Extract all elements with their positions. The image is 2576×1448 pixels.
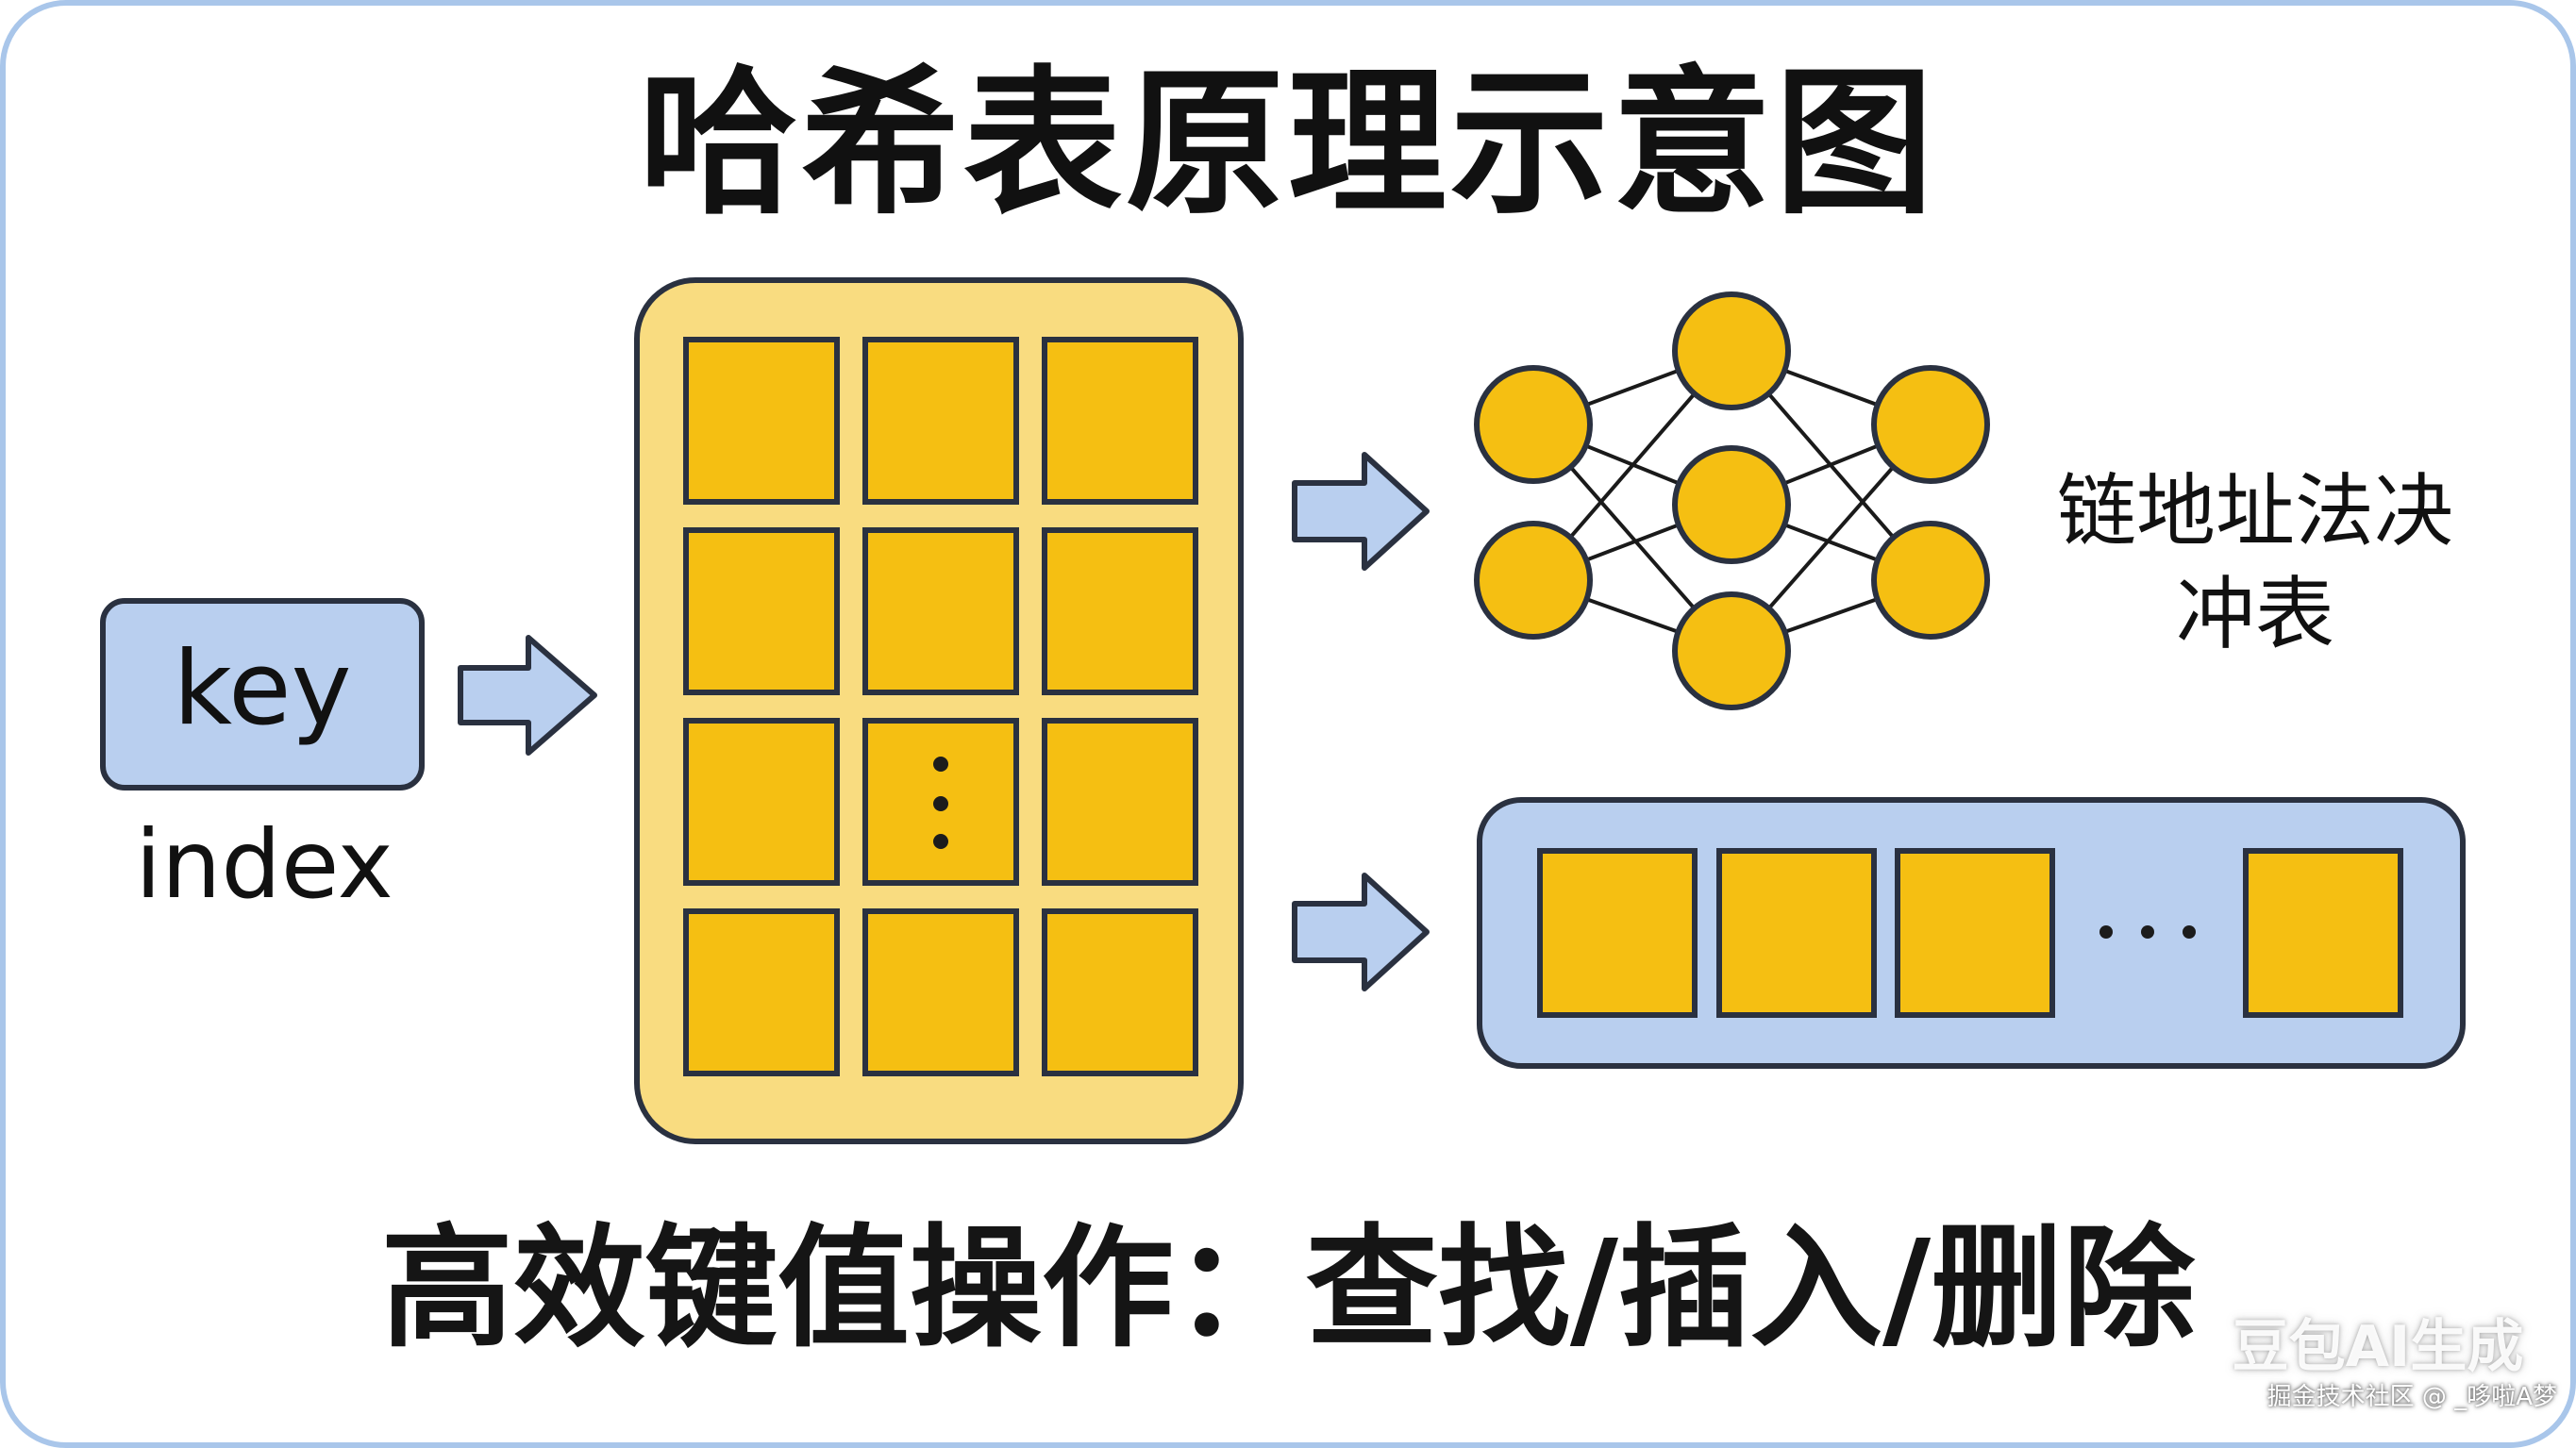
chaining-label: 链地址法决 冲表 <box>2038 460 2472 666</box>
bucket-cell <box>1042 718 1198 886</box>
arrow-key-to-table <box>458 635 597 756</box>
bucket-grid <box>683 337 1198 1076</box>
bucket-cell <box>1042 337 1198 505</box>
chaining-label-line2: 冲表 <box>2175 568 2334 661</box>
list-item <box>1895 848 2055 1018</box>
network-node <box>1871 521 1990 640</box>
network-node <box>1672 445 1791 564</box>
list-item <box>2243 848 2403 1018</box>
index-label: index <box>135 809 393 920</box>
bucket-cell <box>683 908 840 1076</box>
vertical-ellipsis-icon <box>933 757 948 849</box>
horizontal-ellipsis-icon <box>2099 925 2196 939</box>
key-label: key <box>173 630 352 748</box>
network-node <box>1871 365 1990 484</box>
list-item <box>1716 848 1877 1018</box>
network-node <box>1474 365 1593 484</box>
key-box: key <box>100 598 425 791</box>
arrow-table-to-chaining <box>1292 452 1430 571</box>
page-title: 哈希表原理示意图 <box>639 51 1937 236</box>
bucket-cell <box>683 718 840 886</box>
bucket-cell <box>1042 527 1198 695</box>
network-node <box>1474 521 1593 640</box>
bucket-cell <box>683 337 840 505</box>
bucket-cell <box>862 337 1019 505</box>
operations-caption: 高效键值操作：查找/插入/删除 <box>380 1212 2196 1366</box>
bucket-cell <box>1042 908 1198 1076</box>
network-node <box>1672 291 1791 410</box>
list-item <box>1537 848 1698 1018</box>
arrow-table-to-list <box>1292 873 1430 991</box>
bucket-cell <box>862 908 1019 1076</box>
bucket-list-items <box>1537 848 2403 1018</box>
chaining-label-line1: 链地址法决 <box>2056 465 2453 558</box>
chaining-network-nodes <box>1474 291 1990 710</box>
bucket-cell <box>683 527 840 695</box>
bucket-cell <box>862 527 1019 695</box>
watermark-credit: 掘金技术社区 @ _哆啦A梦 <box>2267 1383 2557 1411</box>
network-node <box>1672 591 1791 710</box>
watermark-brand: 豆包AI生成 <box>2232 1314 2524 1380</box>
